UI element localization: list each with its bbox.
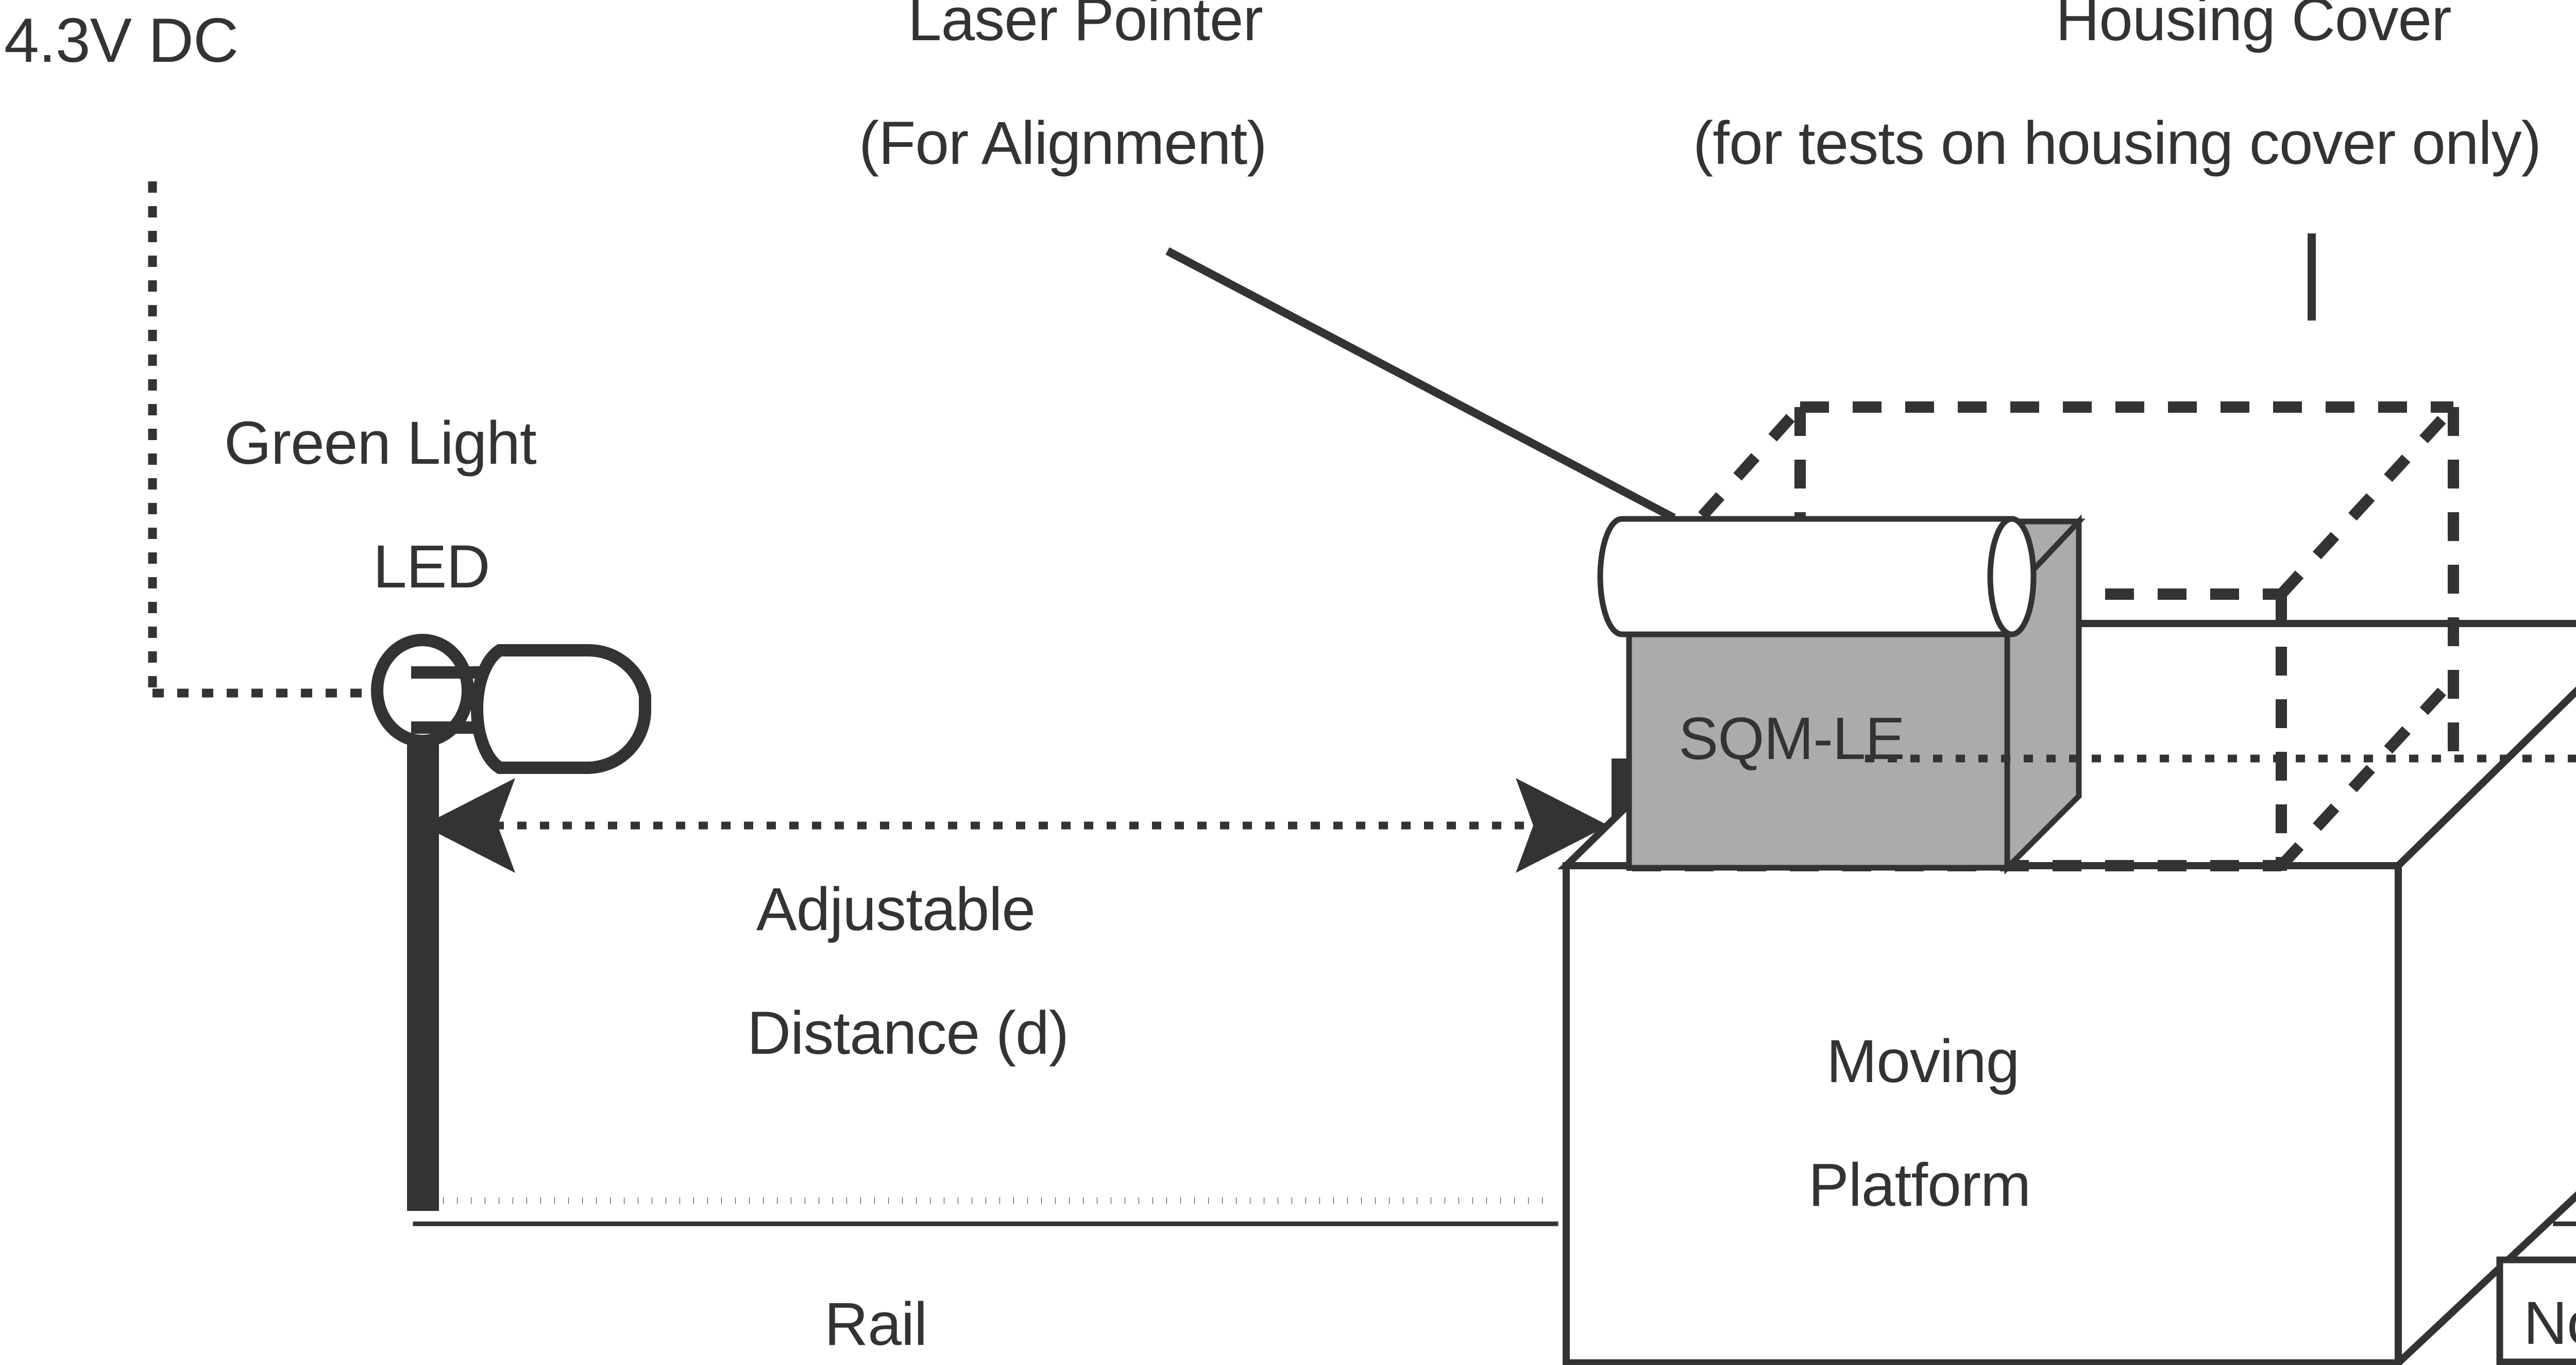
power-connection <box>148 181 379 698</box>
laser-cylinder-body <box>1597 516 2037 637</box>
distance-label-line2: Distance (d) <box>747 999 1069 1067</box>
scale-note-label: Not drawn to scale <box>2523 1289 2576 1357</box>
housing-diagonal-top-left <box>1628 403 1805 598</box>
power-supply-label: 4.3V DC <box>4 5 238 75</box>
distance-label-line1: Adjustable <box>756 875 1035 943</box>
distance-arrow-left-icon <box>422 778 515 873</box>
led-bulb-icon <box>471 644 651 774</box>
led-label-line2: LED <box>373 533 490 601</box>
platform-label-line1: Moving <box>1826 1027 2019 1096</box>
laser-cylinder-cap <box>1987 516 2037 637</box>
platform-label-line2: Platform <box>1808 1151 2030 1219</box>
housing-label-line1: Housing Cover <box>2056 0 2451 54</box>
diagram-labels: 4.3V DC Green Light LED Laser Pointer (F… <box>4 0 2541 1358</box>
housing-diagonal-top-right <box>2277 403 2458 598</box>
rail-assembly <box>413 1197 2576 1226</box>
platform-right-face <box>2395 686 2576 1365</box>
scale-note-frame <box>2496 1256 2576 1365</box>
green-light-led-assembly <box>371 634 651 1211</box>
laser-pointer <box>1597 516 2037 637</box>
housing-diagonal-bottom-right <box>2277 675 2458 870</box>
rail-label: Rail <box>824 1290 927 1358</box>
platform-front-face <box>1563 862 2402 1365</box>
laser-pointer-leader <box>1165 247 1676 522</box>
housing-label-line2: (for tests on housing cover only) <box>1693 109 2541 177</box>
adjustable-distance-dimension <box>422 759 1628 895</box>
leader-lines <box>1165 233 2316 522</box>
led-label-line1: Green Light <box>224 409 536 477</box>
led-connector-icon <box>371 634 474 747</box>
laser-label-line2: (For Alignment) <box>859 109 1267 177</box>
led-post <box>407 716 439 1211</box>
distance-arrow-right-icon <box>1516 778 1608 873</box>
laser-label-line1: Laser Pointer <box>908 0 1263 54</box>
scale-note-box: Not drawn to scale <box>2496 1256 2576 1365</box>
